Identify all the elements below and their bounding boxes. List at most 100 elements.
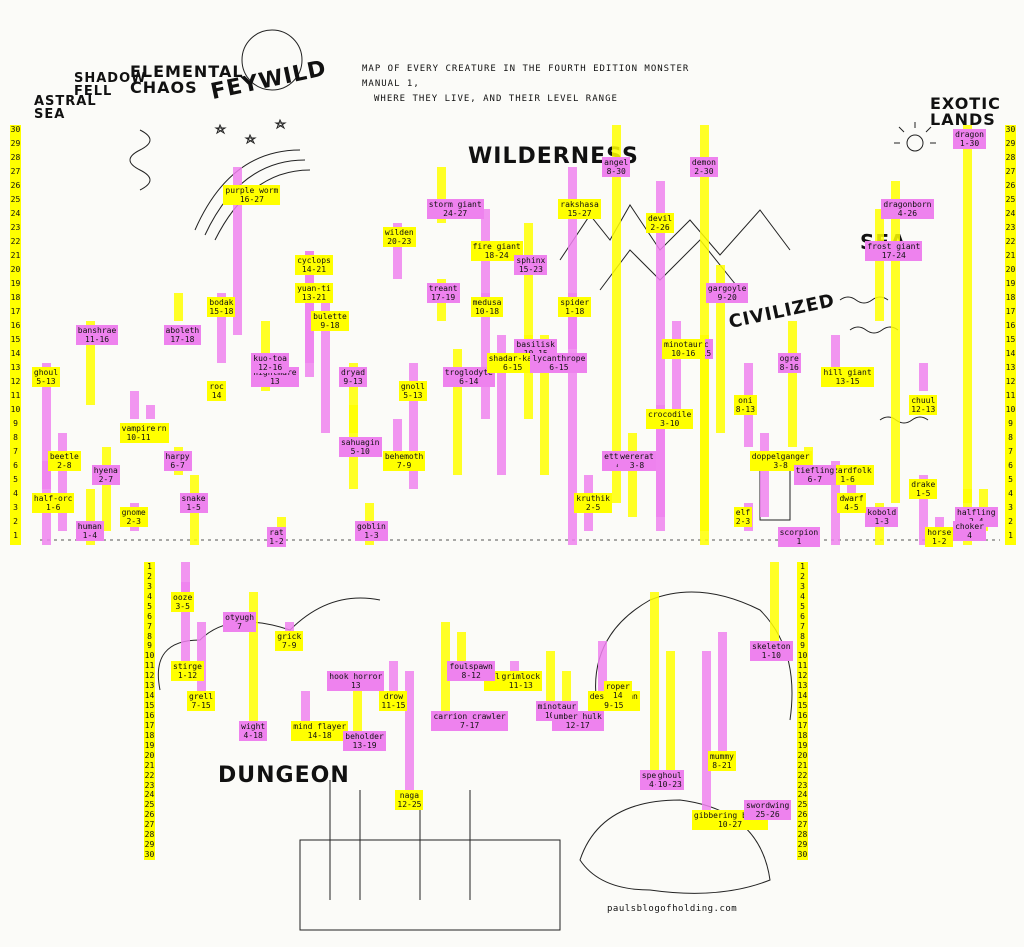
creature-range-bar — [628, 433, 638, 517]
scale-tick: 19 — [1005, 279, 1016, 288]
creature-levels: 3-5 — [175, 601, 190, 611]
creature-name: dwarf — [839, 494, 864, 503]
region-elemental-chaos: ELEMENTAL CHAOS — [130, 62, 244, 97]
scale-tick: 3 — [147, 581, 152, 591]
scale-tick: 25 — [797, 800, 808, 810]
scale-tick: 30 — [1005, 125, 1016, 134]
creature-levels: 1-5 — [186, 503, 201, 512]
creature-levels: 13 — [350, 681, 361, 691]
scale-tick: 20 — [144, 750, 155, 760]
scale-tick: 5 — [1008, 475, 1013, 484]
creature-levels: 6-14 — [459, 377, 479, 386]
creature-name: stirge — [173, 662, 202, 672]
creature-levels: 9-20 — [717, 293, 737, 302]
creature-name: halfling — [957, 508, 996, 517]
creature-name: ghoul — [33, 368, 59, 377]
creature-name: swordwing — [745, 801, 790, 811]
creature-levels: 1-30 — [959, 139, 980, 148]
creature-levels: 12-25 — [397, 800, 422, 810]
creature-levels: 7-15 — [191, 701, 211, 710]
creature-levels: 10-18 — [474, 307, 500, 316]
creature-levels: 2-3 — [735, 517, 751, 526]
creature-levels: 8-16 — [779, 363, 799, 372]
scale-tick: 13 — [10, 363, 21, 372]
scale-tick: 8 — [800, 631, 805, 641]
creature-range-bar — [963, 489, 973, 503]
scale-tick: 14 — [144, 691, 155, 701]
creature-levels: 10-23 — [657, 780, 682, 790]
scale-tick: 29 — [10, 139, 21, 148]
creature-levels: 1-3 — [364, 531, 379, 540]
creature-name: ooze — [173, 592, 193, 602]
scale-tick: 22 — [797, 770, 808, 780]
creature-range-bar — [597, 641, 607, 711]
scale-tick: 7 — [1008, 447, 1013, 456]
creature-range-bar — [305, 251, 315, 377]
scale-tick: 28 — [1005, 153, 1016, 162]
scale-tick: 24 — [797, 790, 808, 800]
creature-levels: 4-5 — [844, 503, 859, 512]
scale-tick: 29 — [1005, 139, 1016, 148]
creature-levels: 14-18 — [307, 730, 332, 740]
creature-range-bar — [457, 631, 467, 682]
scale-tick: 25 — [1005, 195, 1016, 204]
creature-name: kruthik — [576, 494, 610, 503]
creature-levels: 2-26 — [650, 223, 670, 232]
creature-range-bar — [787, 321, 797, 447]
creature-range-bar — [672, 321, 682, 419]
creature-levels: 9-18 — [320, 321, 340, 330]
creature-name: chuul — [911, 396, 936, 405]
scale-tick: 9 — [1008, 419, 1013, 428]
creature-range-bar — [217, 349, 227, 363]
scale-tick: 30 — [144, 850, 155, 860]
scale-tick: 15 — [1005, 335, 1016, 344]
scale-tick: 20 — [797, 750, 808, 760]
scale-tick: 22 — [144, 770, 155, 780]
creature-levels: 6-15 — [503, 363, 523, 372]
creature-levels: 17-19 — [431, 293, 456, 302]
scale-tick: 26 — [144, 810, 155, 820]
creature-range-bar — [699, 125, 709, 531]
creature-name: crocodile — [648, 410, 692, 419]
scale-tick: 27 — [1005, 167, 1016, 176]
creature-levels: 9-13 — [343, 377, 363, 386]
creature-name: minotaur — [537, 701, 577, 711]
scale-tick: 4 — [1008, 489, 1013, 498]
scale-tick: 23 — [797, 780, 808, 790]
scale-tick: 10 — [1005, 405, 1016, 414]
creature-name: skeleton — [752, 642, 791, 652]
scale-tick: 8 — [147, 631, 152, 641]
region-exotic-lands: EXOTIC LANDS — [930, 94, 1001, 129]
sun-doodle — [906, 134, 924, 152]
creature-levels: 4 — [967, 531, 972, 540]
scale-tick: 3 — [800, 581, 805, 591]
caption-line-2: WHERE THEY LIVE, AND THEIR LEVEL RANGE — [374, 94, 618, 104]
creature-levels: 25-26 — [755, 810, 780, 820]
scale-tick: 11 — [1005, 391, 1016, 400]
creature-name: wilden — [384, 228, 414, 237]
creature-range-bar — [249, 591, 259, 741]
creature-levels: 6-7 — [170, 461, 185, 470]
creature-name: demon — [691, 158, 716, 167]
scale-tick: 23 — [1005, 223, 1016, 232]
creature-range-bar — [545, 651, 555, 721]
scale-tick: 22 — [10, 237, 21, 246]
creature-name: roc — [209, 382, 224, 391]
